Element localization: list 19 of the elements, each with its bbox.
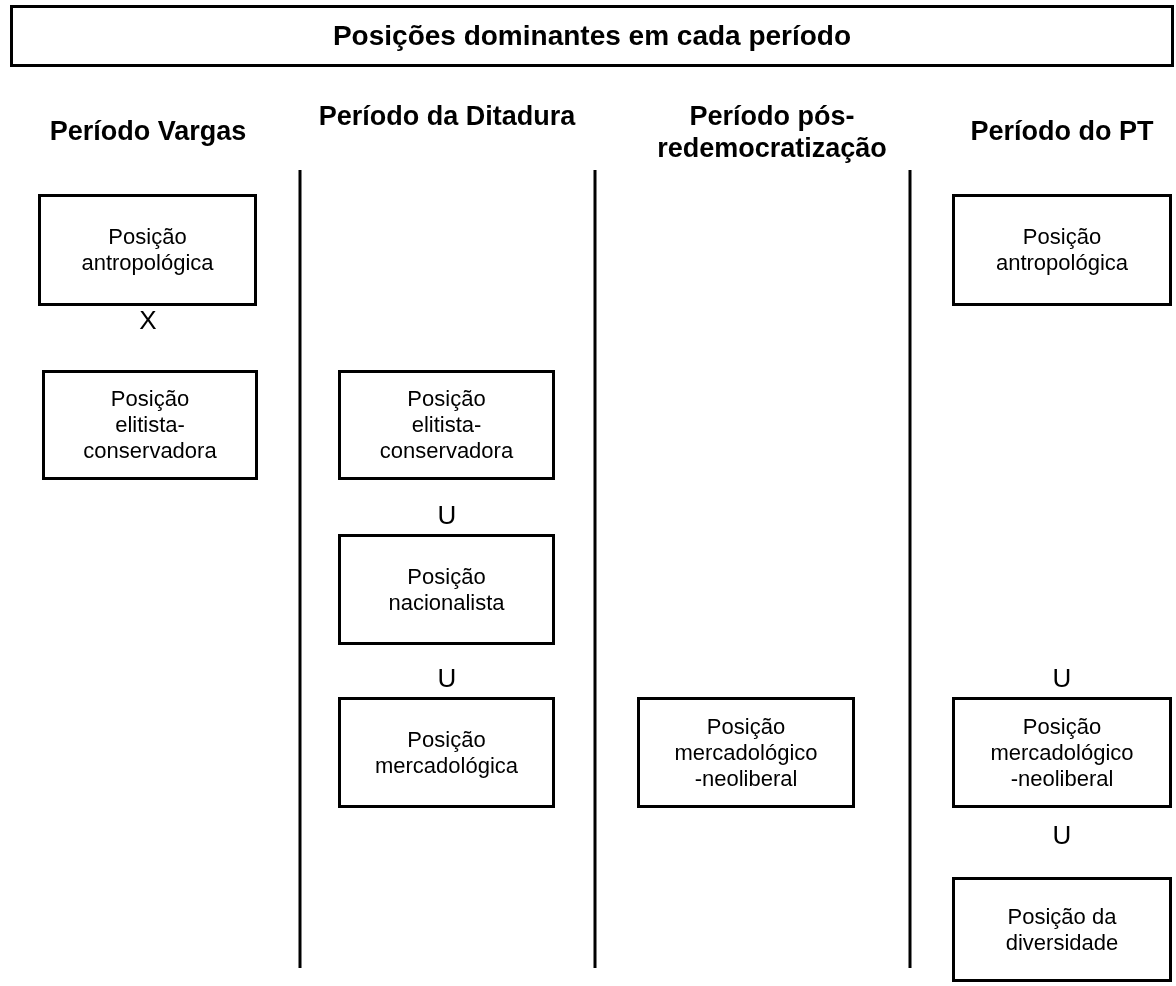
position-box: Posição mercadológico -neoliberal [637,697,855,808]
column-heading: Período do PT [969,115,1155,147]
relation-symbol: U [1051,663,1073,694]
column-heading: Período da Ditadura [317,100,577,132]
title-banner: Posições dominantes em cada período [10,5,1174,67]
relation-symbol: U [436,663,458,694]
relation-symbol: X [138,305,158,336]
position-box: Posição antropológica [952,194,1172,306]
position-box: Posição da diversidade [952,877,1172,982]
column-heading: Período pós- redemocratização [656,100,888,164]
position-box: Posição elitista- conservadora [42,370,258,480]
position-box: Posição elitista- conservadora [338,370,555,480]
position-box: Posição mercadológica [338,697,555,808]
column-heading: Período Vargas [48,115,248,147]
position-box: Posição antropológica [38,194,257,306]
relation-symbol: U [436,500,458,531]
relation-symbol: U [1051,820,1073,851]
position-box: Posição mercadológico -neoliberal [952,697,1172,808]
position-box: Posição nacionalista [338,534,555,645]
